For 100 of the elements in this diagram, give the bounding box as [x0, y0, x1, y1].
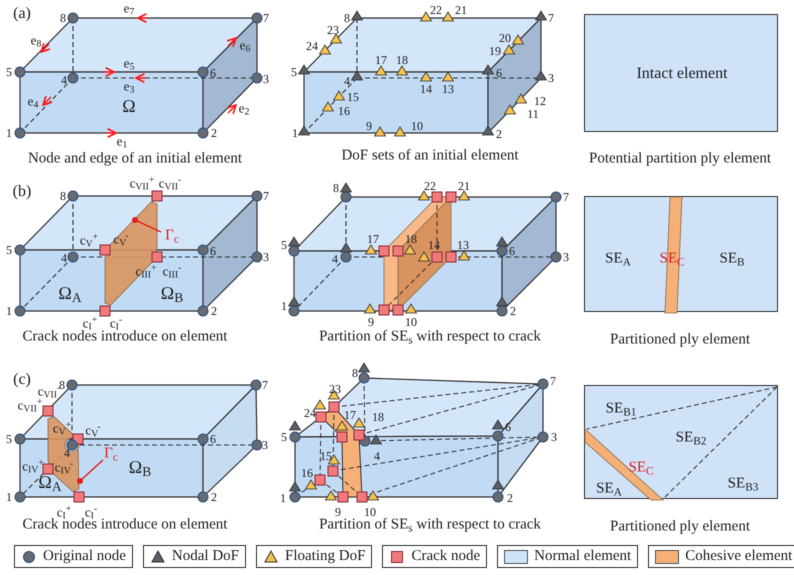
- leader-line: [77, 459, 104, 484]
- vertex-number: 2: [496, 128, 502, 140]
- region-label: SE$_{C}$: [628, 460, 654, 476]
- vertex-number: 5: [281, 431, 287, 443]
- dof-number: 16: [301, 467, 313, 479]
- vertex-number: 3: [263, 251, 269, 263]
- dof-number: 14: [420, 83, 432, 95]
- dof-number: 17: [375, 54, 387, 66]
- edge-symbol: e$_{8}$: [30, 34, 42, 46]
- vertex-number: 6: [210, 67, 216, 79]
- domain-symbol: Ω: [122, 97, 136, 115]
- figure-caption: DoF sets of an initial element: [341, 148, 519, 164]
- vertex-number: 2: [211, 305, 217, 317]
- panel-label: (b): [12, 184, 32, 200]
- domain-symbol: Ω$_{B}$: [160, 284, 184, 302]
- dof-number: 9: [335, 506, 341, 518]
- edge-symbol: e$_{2}$: [238, 102, 250, 114]
- dof-number: 16: [338, 105, 350, 117]
- legend-text: Crack node: [411, 549, 480, 564]
- vertex-number: 1: [6, 305, 12, 317]
- figure-caption: Partition of SE$_{s}$ with respect to crack: [319, 518, 541, 532]
- vertex-number: 4: [61, 252, 67, 264]
- vertex-number: 5: [6, 66, 12, 78]
- vertex-number: 6: [505, 421, 511, 433]
- vertex-number: 4: [61, 74, 67, 86]
- edge-symbol: e$_{7}$: [124, 2, 134, 14]
- legend-text: Original node: [43, 549, 126, 564]
- vertex-number: 1: [6, 127, 12, 139]
- region-label: SE$_{B}$: [719, 252, 745, 266]
- dof-number: 9: [368, 316, 374, 328]
- vertex-number: 3: [563, 251, 569, 263]
- vertex-number: 5: [6, 433, 12, 445]
- vertex-number: 6: [210, 433, 216, 445]
- vertex-number: 7: [262, 379, 268, 391]
- dof-number: 12: [534, 95, 546, 107]
- vertex-number: 7: [263, 12, 269, 24]
- vertex-number: 2: [510, 305, 516, 317]
- region-label: Intact element: [636, 66, 728, 82]
- dof-number: 24: [304, 407, 316, 419]
- dof-number: 17: [367, 233, 379, 245]
- ply-element-box: [584, 14, 778, 132]
- dof-number: 21: [458, 180, 470, 192]
- vertex-number: 6: [509, 245, 515, 257]
- dof-number: 11: [527, 108, 539, 120]
- legend-text: Nodal DoF: [172, 549, 239, 564]
- vertex-number: 5: [291, 66, 297, 78]
- vertex-number: 4: [332, 253, 338, 265]
- vertex-number: 7: [563, 191, 569, 203]
- vertex-number: 8: [352, 367, 358, 379]
- vertex-number: 8: [344, 12, 350, 24]
- vertex-number: 4: [374, 450, 380, 462]
- vertex-number: 7: [263, 190, 269, 202]
- dof-number: 24: [306, 40, 318, 52]
- vertex-number: 3: [548, 72, 554, 84]
- dof-number: 23: [329, 383, 341, 395]
- dof-number: 9: [366, 120, 372, 132]
- region-label: SE$_{A}$: [596, 482, 622, 496]
- dof-number: 15: [347, 91, 359, 103]
- figure-caption: Crack nodes introduce on element: [22, 518, 228, 532]
- vertex-number: 8: [59, 379, 65, 391]
- figure-caption: Potential partition ply element: [588, 152, 772, 166]
- legend-text: Floating DoF: [285, 549, 366, 564]
- vertex-number: 5: [281, 239, 287, 251]
- vertex-number: 4: [344, 75, 350, 87]
- region-label: SE$_{B2}$: [676, 430, 706, 446]
- vertex-number: 6: [496, 67, 502, 79]
- dof-number: 15: [320, 450, 332, 462]
- vertex-number: 2: [211, 127, 217, 139]
- vertex-number: 1: [6, 491, 12, 503]
- crack-plane: [104, 201, 158, 306]
- domain-symbol: Ω$_{A}$: [38, 473, 62, 491]
- dof-number: 13: [457, 239, 469, 251]
- dof-number: 20: [499, 32, 511, 44]
- vertex-number: 4: [64, 447, 70, 459]
- ply-element-box: [584, 385, 778, 499]
- cohesive-strip: [585, 428, 665, 500]
- edge-symbol: e$_{6}$: [240, 38, 250, 52]
- legend-text: Cohesive element: [685, 549, 792, 564]
- vertex-number: 1: [292, 127, 298, 139]
- edge-symbol: e$_{4}$: [28, 94, 38, 108]
- crack-surface-label: Γ$_{c}$: [104, 446, 118, 462]
- panel-label: (a): [13, 6, 31, 22]
- vertex-number: 1: [281, 300, 287, 312]
- vertex-number: 3: [262, 439, 268, 451]
- vertex-number: 8: [60, 12, 66, 24]
- vertex-number: 7: [548, 12, 554, 24]
- vertex-number: 3: [263, 73, 269, 85]
- dof-number: 22: [430, 4, 442, 16]
- legend-text: Normal element: [534, 549, 632, 564]
- dof-number: 13: [442, 83, 454, 95]
- vertex-number: 8: [60, 190, 66, 202]
- edge-symbol: e$_{1}$: [116, 134, 128, 148]
- dof-number: 10: [405, 316, 417, 328]
- vertex-number: 3: [551, 431, 557, 443]
- dof-number: 19: [489, 45, 501, 57]
- domain-symbol: Ω$_{B}$: [128, 458, 152, 476]
- dof-number: 21: [455, 4, 467, 16]
- vertex-number: 5: [6, 244, 12, 256]
- domain-symbol: Ω$_{A}$: [58, 284, 82, 302]
- edge-symbol: e$_{3}$: [124, 80, 134, 92]
